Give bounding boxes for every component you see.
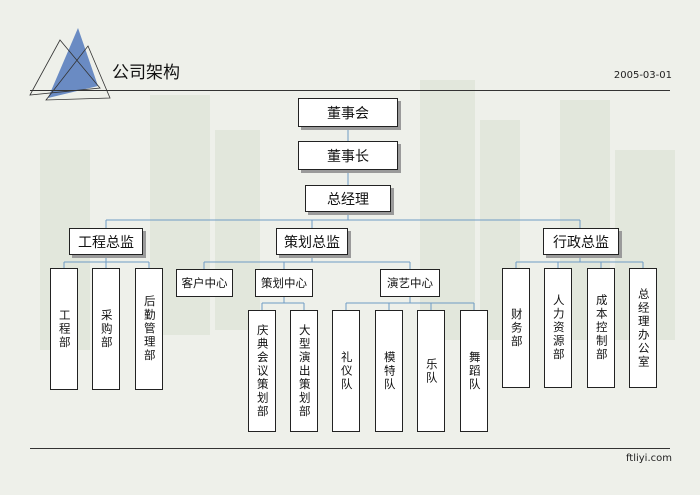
page-title: 公司架构 bbox=[112, 63, 180, 83]
node-customer-center: 客户中心 bbox=[176, 269, 233, 297]
date-label: 2005-03-01 bbox=[613, 70, 672, 81]
node-hr-dept: 人力资源部 bbox=[544, 268, 572, 388]
header-rule bbox=[30, 90, 670, 91]
node-engineering-director: 工程总监 bbox=[69, 228, 143, 255]
node-general-manager: 总经理 bbox=[305, 185, 391, 212]
node-show-planning: 大型演出策划部 bbox=[290, 310, 318, 432]
node-dance-team: 舞蹈队 bbox=[460, 310, 488, 432]
node-chairman: 董事长 bbox=[298, 141, 398, 170]
node-planning-director: 策划总监 bbox=[276, 228, 348, 255]
node-performance-center: 演艺中心 bbox=[380, 269, 440, 297]
node-finance-dept: 财务部 bbox=[502, 268, 530, 388]
node-cost-control-dept: 成本控制部 bbox=[587, 268, 615, 388]
node-gm-office: 总经理办公室 bbox=[629, 268, 657, 388]
node-planning-center: 策划中心 bbox=[255, 269, 313, 297]
node-band: 乐队 bbox=[417, 310, 445, 432]
footer-site: ftliyi.com bbox=[625, 453, 672, 464]
node-admin-director: 行政总监 bbox=[543, 228, 619, 255]
node-logistics-dept: 后勤管理部 bbox=[135, 268, 163, 390]
footer-rule bbox=[30, 448, 670, 449]
node-purchasing-dept: 采购部 bbox=[92, 268, 120, 390]
node-etiquette-team: 礼仪队 bbox=[332, 310, 360, 432]
node-model-team: 模特队 bbox=[375, 310, 403, 432]
node-ceremony-planning: 庆典会议策划部 bbox=[248, 310, 276, 432]
node-board: 董事会 bbox=[298, 98, 398, 127]
logo-triangles bbox=[29, 28, 111, 101]
node-engineering-dept: 工程部 bbox=[50, 268, 78, 390]
